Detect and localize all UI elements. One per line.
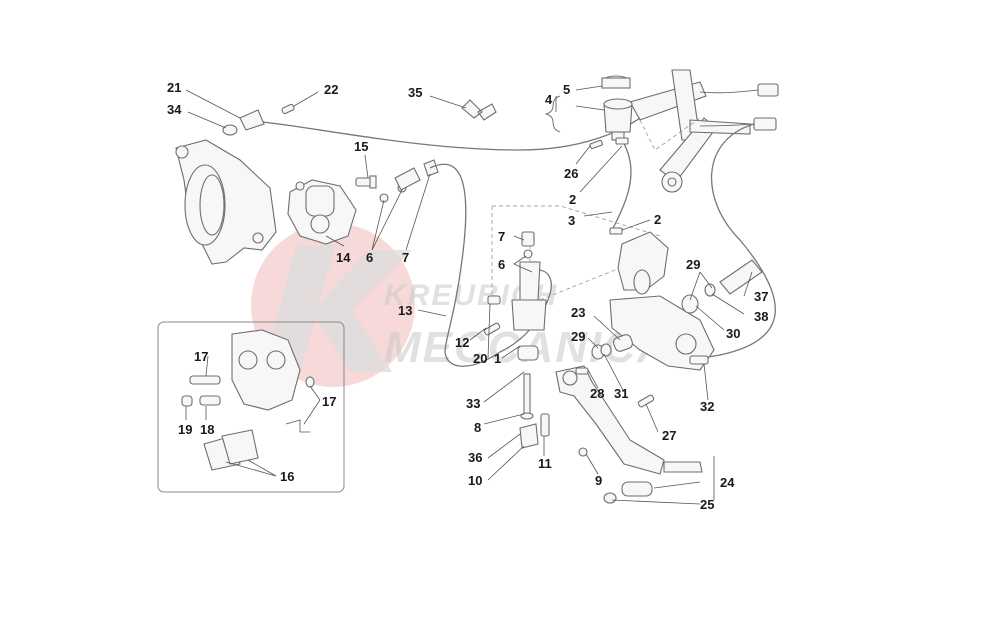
callout-11: 11 [538, 456, 552, 471]
callout-31: 31 [614, 386, 628, 401]
callout-4: 4 [545, 92, 553, 107]
callout-33: 33 [466, 396, 480, 411]
footrest-bracket [609, 231, 715, 371]
callout-18: 18 [200, 422, 214, 437]
clevis-parts [519, 412, 550, 449]
callout-24: 24 [720, 475, 735, 490]
pivot-parts [591, 259, 763, 365]
callout-7-master: 7 [498, 229, 505, 244]
callout-29-upper: 29 [686, 257, 700, 272]
leader-lines [185, 85, 753, 505]
callout-16: 16 [280, 469, 294, 484]
pedal-footpeg [578, 447, 703, 504]
master-cylinder [511, 231, 547, 415]
callout-5: 5 [563, 82, 570, 97]
inset-caliper [181, 329, 315, 433]
callout-23: 23 [571, 305, 585, 320]
brake-pads [203, 429, 259, 471]
callout-6-caliper: 6 [366, 250, 373, 265]
callout-labels: 21 22 34 35 5 4 15 26 2 3 2 14 6 7 7 6 2… [167, 80, 768, 512]
callout-15: 15 [354, 139, 368, 154]
callout-14: 14 [336, 250, 351, 265]
callout-27: 27 [662, 428, 676, 443]
callout-3: 3 [568, 213, 575, 228]
callout-17-inset-lower: 17 [322, 394, 336, 409]
rear-brake-caliper [287, 179, 357, 245]
callout-25: 25 [700, 497, 714, 512]
callout-20: 20 [473, 351, 487, 366]
callout-29-lower: 29 [571, 329, 585, 344]
callout-34: 34 [167, 102, 182, 117]
callout-26: 26 [564, 166, 578, 181]
brake-light-cable [261, 117, 641, 151]
watermark-logo: KREUBICH MECCANICA [251, 223, 669, 387]
brake-light-switch-connectors [689, 83, 779, 361]
callout-7-caliper: 7 [402, 250, 409, 265]
frame-tubes [629, 69, 751, 193]
callout-12: 12 [455, 335, 469, 350]
callout-38: 38 [754, 309, 768, 324]
banjo-fitting-caliper [379, 159, 439, 203]
callout-6-master: 6 [498, 257, 505, 272]
fluid-reservoir [601, 75, 633, 141]
callout-2-lower: 2 [654, 212, 661, 227]
callout-2-upper: 2 [569, 192, 576, 207]
callout-13: 13 [398, 303, 412, 318]
callout-10: 10 [468, 473, 482, 488]
master-cylinder-bolts [483, 295, 501, 336]
callout-37: 37 [754, 289, 768, 304]
callout-28: 28 [590, 386, 604, 401]
reservoir-hose [589, 137, 632, 235]
sensor-assembly [222, 103, 295, 136]
callout-8: 8 [474, 420, 481, 435]
caliper-detail-inset [157, 321, 345, 493]
callout-19: 19 [178, 422, 192, 437]
hose-clip [461, 99, 497, 121]
callout-36: 36 [468, 450, 482, 465]
caliper-bolt [355, 175, 377, 189]
brake-hose [429, 163, 552, 367]
callout-22: 22 [324, 82, 338, 97]
brake-pedal [555, 365, 665, 475]
callout-35: 35 [408, 85, 422, 100]
callout-21: 21 [167, 80, 181, 95]
callout-1: 1 [494, 351, 501, 366]
callout-32: 32 [700, 399, 714, 414]
callout-30: 30 [726, 326, 740, 341]
callout-17-inset-upper: 17 [194, 349, 208, 364]
callout-9: 9 [595, 473, 602, 488]
caliper-carrier [175, 139, 277, 265]
